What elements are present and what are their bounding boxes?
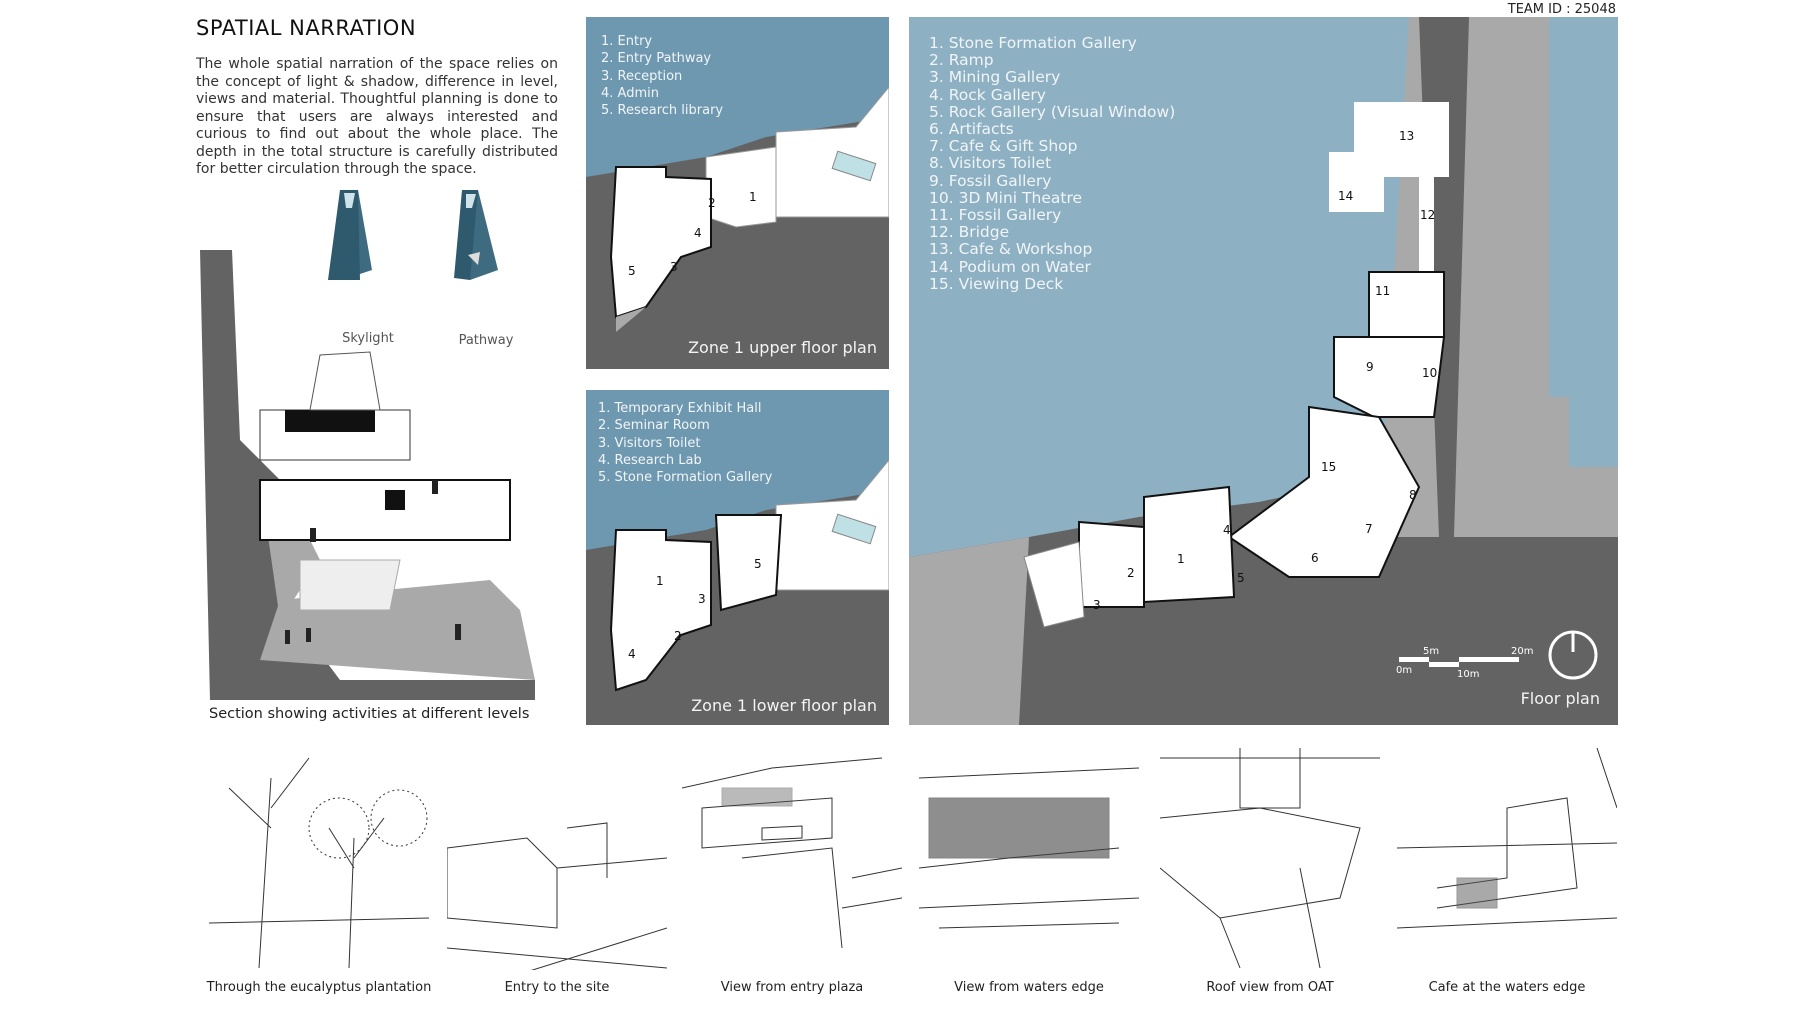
view-sketch-eucalyptus bbox=[209, 757, 429, 969]
view-sketch-entry-plaza bbox=[682, 757, 902, 949]
svg-text:5: 5 bbox=[754, 557, 762, 571]
team-id: TEAM ID : 25048 bbox=[1507, 2, 1616, 17]
view-sketch-entry bbox=[447, 822, 667, 970]
svg-text:10m: 10m bbox=[1457, 669, 1479, 680]
section-drawing: Skylight Pathway bbox=[200, 180, 540, 700]
view-caption: View from entry plaza bbox=[720, 980, 864, 995]
north-arrow-icon bbox=[1548, 630, 1598, 680]
view-sketch-waters-edge bbox=[919, 767, 1139, 929]
svg-text:3: 3 bbox=[698, 592, 706, 606]
svg-text:10: 10 bbox=[1422, 366, 1437, 380]
svg-text:4: 4 bbox=[1223, 523, 1231, 537]
svg-text:5: 5 bbox=[1237, 571, 1245, 585]
intro-paragraph: The whole spatial narration of the space… bbox=[196, 56, 558, 177]
page-title: SPATIAL NARRATION bbox=[196, 16, 417, 40]
svg-text:6: 6 bbox=[1311, 551, 1319, 565]
svg-text:1: 1 bbox=[1177, 552, 1185, 566]
svg-text:5m: 5m bbox=[1423, 646, 1439, 657]
skylight-label: Skylight bbox=[342, 331, 394, 346]
svg-text:1: 1 bbox=[656, 574, 664, 588]
pathway-icon bbox=[454, 190, 498, 280]
view-caption: Through the eucalyptus plantation bbox=[206, 980, 432, 995]
svg-text:3: 3 bbox=[1093, 598, 1101, 612]
view-sketch-roof-oat bbox=[1160, 748, 1380, 969]
view-caption: Roof view from OAT bbox=[1206, 980, 1334, 995]
svg-text:0m: 0m bbox=[1396, 665, 1412, 676]
zone-upper-caption: Zone 1 upper floor plan bbox=[688, 338, 877, 357]
zone-lower-caption: Zone 1 lower floor plan bbox=[691, 696, 877, 715]
svg-text:11: 11 bbox=[1375, 284, 1390, 298]
view-caption: Entry to the site bbox=[504, 980, 610, 995]
svg-text:4: 4 bbox=[694, 226, 702, 240]
svg-text:2: 2 bbox=[708, 196, 716, 210]
svg-text:1: 1 bbox=[749, 190, 757, 204]
view-caption: View from waters edge bbox=[954, 980, 1104, 995]
svg-text:3: 3 bbox=[670, 260, 678, 274]
pathway-label: Pathway bbox=[459, 333, 514, 348]
svg-text:9: 9 bbox=[1366, 360, 1374, 374]
svg-text:14: 14 bbox=[1338, 189, 1353, 203]
view-sketch-cafe bbox=[1397, 748, 1617, 929]
svg-text:4: 4 bbox=[628, 647, 636, 661]
svg-text:7: 7 bbox=[1365, 522, 1373, 536]
svg-text:8: 8 bbox=[1409, 488, 1417, 502]
floor-plan-caption: Floor plan bbox=[1520, 689, 1600, 708]
svg-text:13: 13 bbox=[1399, 129, 1414, 143]
svg-text:2: 2 bbox=[674, 629, 682, 643]
section-caption: Section showing activities at different … bbox=[209, 706, 530, 722]
svg-text:5: 5 bbox=[628, 264, 636, 278]
svg-text:2: 2 bbox=[1127, 566, 1135, 580]
view-caption: Cafe at the waters edge bbox=[1428, 980, 1586, 995]
scale-bar: 0m 5m 10m 20m bbox=[1396, 646, 1533, 680]
svg-text:20m: 20m bbox=[1511, 646, 1533, 657]
skylight-icon bbox=[328, 190, 372, 280]
svg-text:12: 12 bbox=[1420, 208, 1435, 222]
svg-text:15: 15 bbox=[1321, 460, 1336, 474]
